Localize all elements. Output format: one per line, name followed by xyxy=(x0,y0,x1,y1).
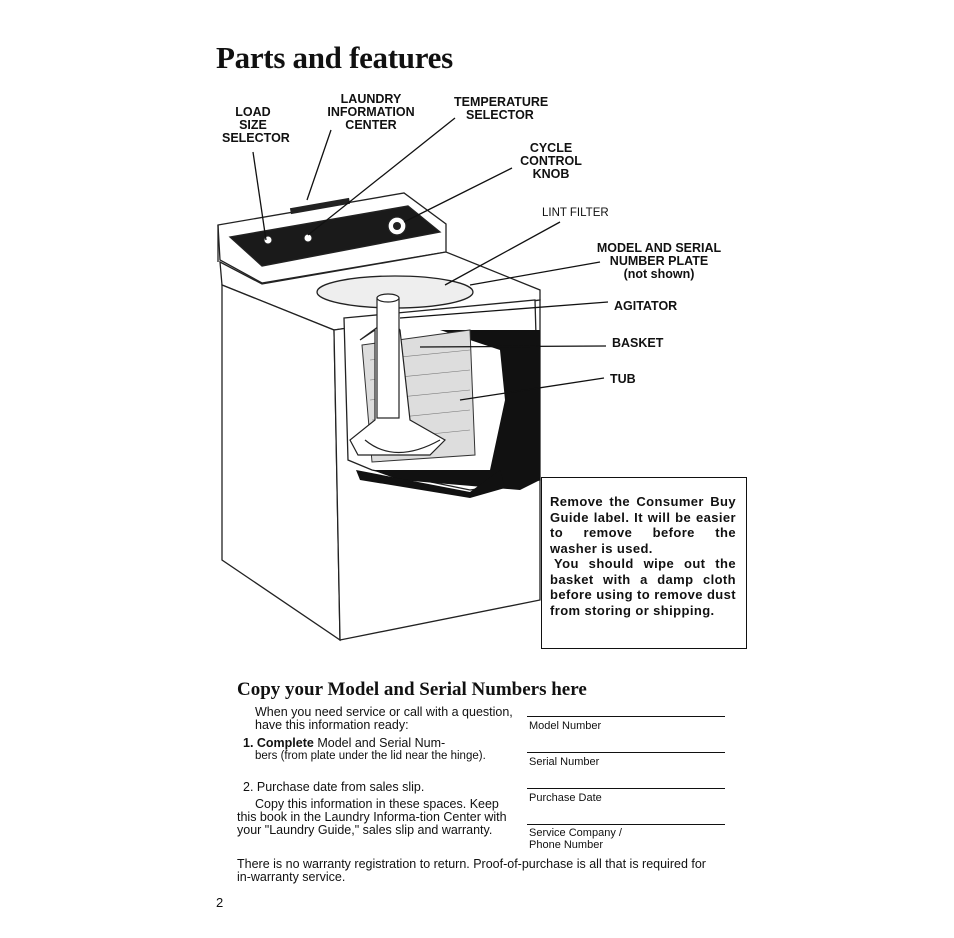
item-1-cont: bers (from plate under the lid near the … xyxy=(255,750,486,762)
label-line: CENTER xyxy=(345,118,397,132)
service-company-line[interactable] xyxy=(527,824,725,825)
intro-text: When you need service or call with a que… xyxy=(255,705,513,732)
copy-text: Copy this information in these spaces. K… xyxy=(237,797,507,837)
item-1: 1. Complete Model and Serial Num- xyxy=(243,737,518,750)
notice-para-2: You should wipe out the basket with a da… xyxy=(550,556,736,618)
page-number: 2 xyxy=(216,895,224,910)
label-line: NUMBER PLATE xyxy=(609,254,709,268)
item-1-bold: 1. Complete xyxy=(243,736,314,750)
page-title: Parts and features xyxy=(216,40,453,75)
label-line: SELECTOR xyxy=(466,108,534,122)
label-basket: BASKET xyxy=(612,336,664,350)
label-line: CYCLE xyxy=(529,141,573,155)
serial-number-label: Serial Number xyxy=(529,756,600,768)
label-line: LAUNDRY xyxy=(340,92,402,106)
label-model-plate: MODEL AND SERIAL NUMBER PLATE (not shown… xyxy=(590,242,728,281)
label-agitator: AGITATOR xyxy=(614,299,678,313)
serial-number-line[interactable] xyxy=(527,752,725,753)
model-number-line[interactable] xyxy=(527,716,725,717)
item-2: 2. Purchase date from sales slip. xyxy=(243,780,425,794)
label-line: LOAD xyxy=(235,105,271,119)
notice-box: Remove the Consumer Buy Guide label. It … xyxy=(541,477,747,649)
label-line: (not shown) xyxy=(623,267,695,281)
label-line: SELECTOR xyxy=(222,131,290,145)
notice-para-1: Remove the Consumer Buy Guide label. It … xyxy=(550,494,736,556)
phone-number-label: Phone Number xyxy=(529,839,603,851)
label-laundry-info: LAUNDRY INFORMATION CENTER xyxy=(320,93,422,132)
label-line: CONTROL xyxy=(520,154,582,168)
service-company-label: Service Company / xyxy=(529,827,622,839)
label-line: KNOB xyxy=(532,167,570,181)
label-tub: TUB xyxy=(610,372,636,386)
item-1-rest: Model and Serial Num- xyxy=(313,736,446,750)
label-cycle: CYCLE CONTROL KNOB xyxy=(514,142,588,181)
section-heading: Copy your Model and Serial Numbers here xyxy=(237,679,587,700)
model-number-label: Model Number xyxy=(529,720,602,732)
purchase-date-line[interactable] xyxy=(527,788,725,789)
label-line: INFORMATION xyxy=(327,105,415,119)
footer-text: There is no warranty registration to ret… xyxy=(237,857,706,884)
label-load-size: LOAD SIZE SELECTOR xyxy=(222,105,290,145)
label-line: SIZE xyxy=(239,118,267,132)
label-line: TEMPERATURE xyxy=(454,95,549,109)
label-line: MODEL AND SERIAL xyxy=(596,241,722,255)
purchase-date-label: Purchase Date xyxy=(529,792,602,804)
label-temperature: TEMPERATURE SELECTOR xyxy=(454,96,548,122)
label-lint-filter: LINT FILTER xyxy=(542,207,609,219)
